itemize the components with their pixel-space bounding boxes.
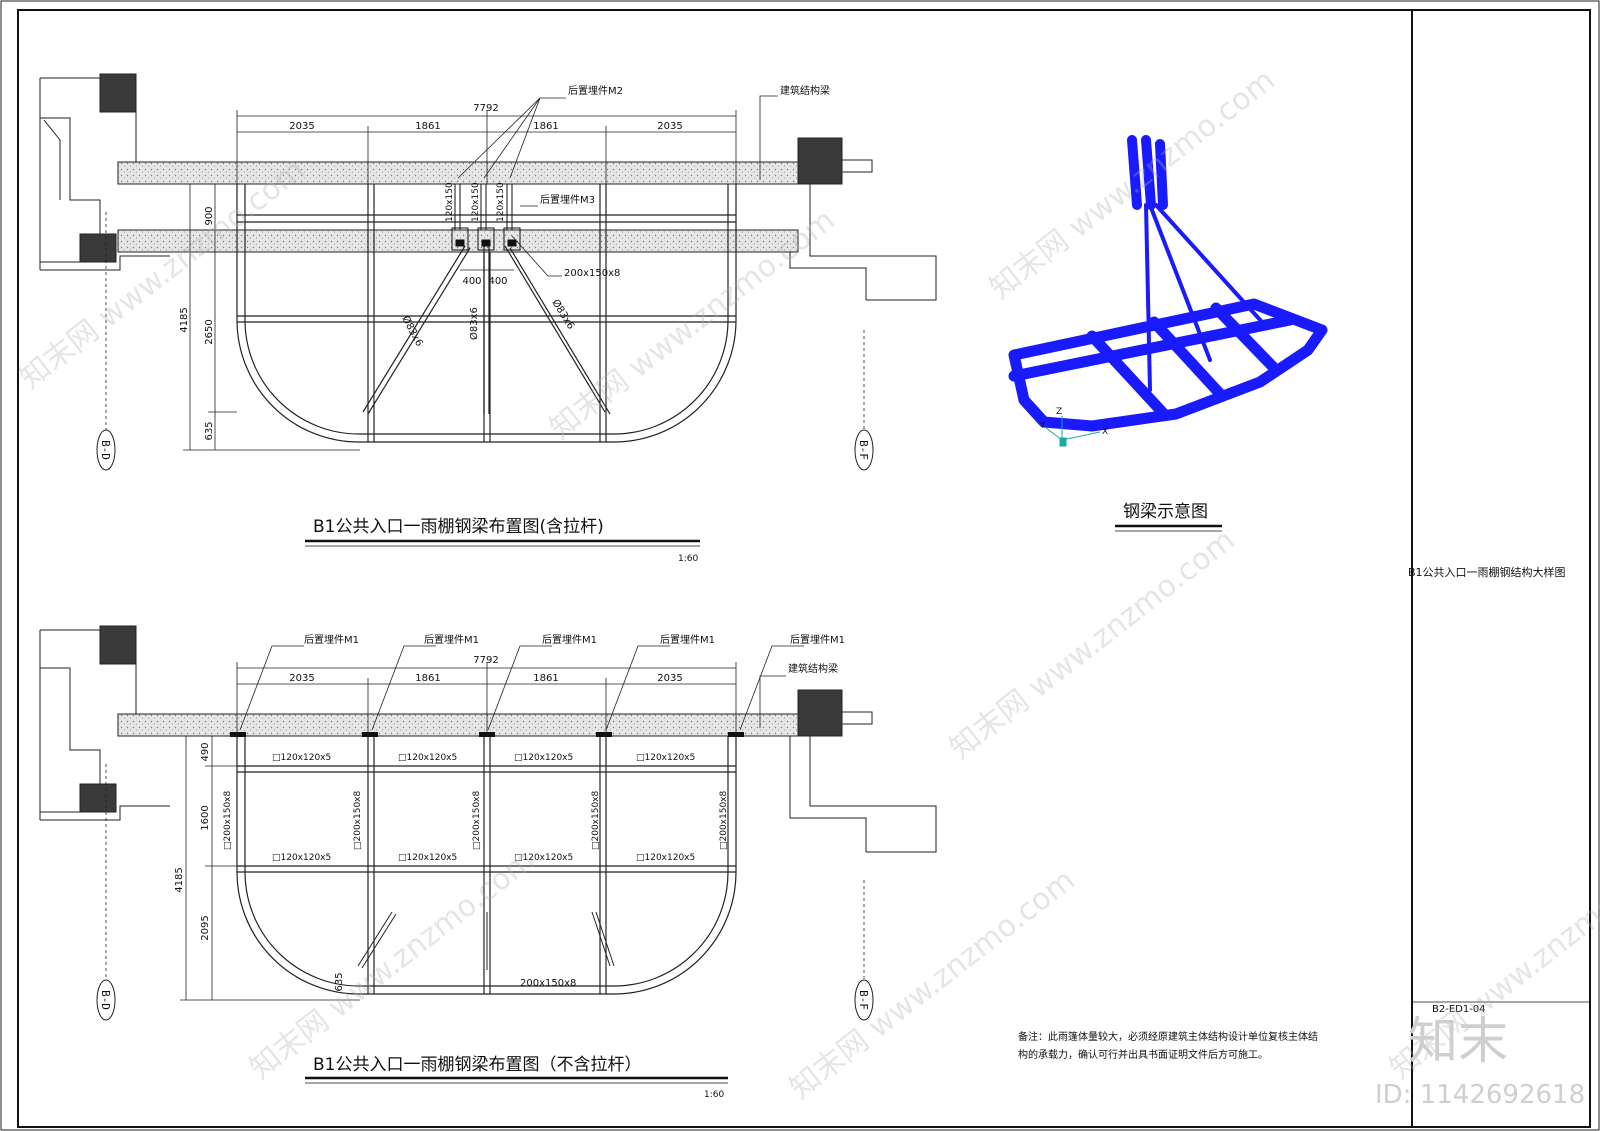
secondary-beam-label-2: □120x120x5 xyxy=(398,753,457,763)
main-beam-label-5: □200x150x8 xyxy=(719,790,729,850)
main-beam-label-edge: 200x150x8 xyxy=(520,978,576,989)
right-building-outline-bottom xyxy=(789,689,937,853)
grid-bubble-right-top xyxy=(854,429,874,471)
plan-title-top: B1公共入口一雨棚钢梁布置图(含拉杆) xyxy=(313,517,604,537)
vert-dim-490-bottom: 490 xyxy=(200,742,211,761)
watermark-6: 知末网 www.znzmo.com xyxy=(943,523,1241,767)
grid-bubble-right-bottom xyxy=(854,979,874,1021)
embed-plates-top xyxy=(451,184,521,251)
dimension-lines-top xyxy=(105,110,865,451)
vert-dim-900-top: 900 xyxy=(204,206,215,225)
callout-structural-beam-bottom: 建筑结构梁 xyxy=(788,662,838,675)
brand-logo: 知末 xyxy=(1408,1012,1508,1070)
plan-top: 7792 2035 1861 1861 2035 900 4185 2650 6… xyxy=(39,73,937,564)
grid-label-right-bottom: B-F xyxy=(857,990,870,1010)
vert-dim-635-top: 635 xyxy=(204,421,215,440)
drawing-border xyxy=(17,9,1591,1128)
grid-label-right-top: B-F xyxy=(857,440,870,460)
tie-rods-top xyxy=(362,245,611,415)
plate-label-top: 200x150x8 xyxy=(564,268,620,279)
watermark-3: 知末网 www.znzmo.com xyxy=(983,63,1281,307)
callout-m3: 后置埋件M3 xyxy=(540,194,595,206)
steel-beam-3d-model xyxy=(1008,135,1328,432)
grid-bubble-left-bottom xyxy=(96,979,116,1021)
tie-rod-label-center: Ø83x6 xyxy=(468,307,480,340)
secondary-beam-label-3: □120x120x5 xyxy=(514,753,573,763)
dimension-lines-bottom xyxy=(105,662,865,1001)
beam-label-2-top: 120x150 xyxy=(471,182,481,222)
bay-dim-1-top: 2035 xyxy=(289,121,314,132)
vert-dim-2650-top: 2650 xyxy=(204,319,215,344)
note-line-2: 构的承载力，确认可行并出具书面证明文件后方可施工。 xyxy=(1018,1048,1268,1061)
center-dim-left-top: 400 xyxy=(462,276,481,287)
center-dim-right-top: 400 xyxy=(488,276,507,287)
bay-dim-4-bottom: 2035 xyxy=(657,673,682,684)
secondary-beam-label-4: □120x120x5 xyxy=(636,753,695,763)
secondary-beam-label-5: □120x120x5 xyxy=(272,853,331,863)
grid-bubble-left-top xyxy=(96,429,116,471)
scale-top: 1:60 xyxy=(678,554,698,564)
callout-m2: 后置埋件M2 xyxy=(568,85,623,97)
left-building-outline xyxy=(39,73,170,271)
vert-dim-2095-bottom: 2095 xyxy=(200,915,211,940)
vert-dim-635-bottom: 635 xyxy=(334,972,345,991)
callout-leaders-top xyxy=(457,95,778,277)
callout-leaders-bottom xyxy=(239,645,804,731)
axis-label-y: Y xyxy=(1039,421,1046,431)
callout-m1-3: 后置埋件M1 xyxy=(542,634,597,646)
id-text: ID: 1142692618 xyxy=(1375,1080,1585,1110)
main-beam-label-4: □200x150x8 xyxy=(591,790,601,850)
plan-title-bottom: B1公共入口一雨棚钢梁布置图（不含拉杆） xyxy=(313,1055,641,1075)
callout-m1-1: 后置埋件M1 xyxy=(304,634,359,646)
vert-dim-4185-bottom: 4185 xyxy=(174,867,185,892)
main-beam-label-1: □200x150x8 xyxy=(223,790,233,850)
secondary-beam-label-7: □120x120x5 xyxy=(514,853,573,863)
left-building-outline-bottom xyxy=(39,625,170,821)
overall-dim-top: 7792 xyxy=(473,103,498,114)
scale-bottom: 1:60 xyxy=(704,1090,724,1100)
bay-dim-3-bottom: 1861 xyxy=(533,673,558,684)
structural-beam-bottom xyxy=(117,713,799,737)
grid-label-left-top: B-D xyxy=(99,440,112,460)
callout-m1-2: 后置埋件M1 xyxy=(424,634,479,646)
bay-dim-1-bottom: 2035 xyxy=(289,673,314,684)
bay-dim-2-bottom: 1861 xyxy=(415,673,440,684)
model-axis-triad xyxy=(1045,416,1101,447)
watermark-1: 知末网 www.znzmo.com xyxy=(13,153,311,397)
vert-dim-4185-top: 4185 xyxy=(179,307,190,332)
drawing-number: B2-ED1-04 xyxy=(1432,1004,1486,1015)
callout-m1-5: 后置埋件M1 xyxy=(790,634,845,646)
beam-label-3-top: 120x150 xyxy=(496,182,506,222)
right-building-outline xyxy=(789,137,937,301)
main-beam-label-2: □200x150x8 xyxy=(353,790,363,850)
bay-dim-2-top: 1861 xyxy=(415,121,440,132)
callout-structural-beam-top: 建筑结构梁 xyxy=(780,84,830,97)
plan-bottom: 后置埋件M1 后置埋件M1 后置埋件M1 后置埋件M1 后置埋件M1 建筑结构梁… xyxy=(39,625,937,1100)
secondary-beam-label-1: □120x120x5 xyxy=(272,753,331,763)
note-line-1: 备注：此雨篷体量较大，必须经原建筑主体结构设计单位复核主体结 xyxy=(1018,1030,1318,1043)
main-beam-label-3: □200x150x8 xyxy=(472,790,482,850)
vert-dim-1600-bottom: 1600 xyxy=(200,805,211,830)
sheet-title: B1公共入口一雨棚钢结构大样图 xyxy=(1408,565,1566,579)
axis-label-x: X xyxy=(1102,427,1108,437)
watermark-5: 知末网 www.znzmo.com xyxy=(783,863,1081,1107)
canopy-frame-bottom xyxy=(236,736,737,995)
secondary-beam-label-6: □120x120x5 xyxy=(398,853,457,863)
structural-beam-upper xyxy=(117,161,799,185)
watermark-layer: 知末网 www.znzmo.com 知末网 www.znzmo.com 知末网 … xyxy=(13,63,1600,1107)
bay-dim-4-top: 2035 xyxy=(657,121,682,132)
bay-dim-3-top: 1861 xyxy=(533,121,558,132)
model-caption: 钢梁示意图 xyxy=(1123,502,1208,522)
secondary-beam-label-8: □120x120x5 xyxy=(636,853,695,863)
beam-label-1-top: 120x150 xyxy=(445,182,455,222)
diagonal-braces-bottom xyxy=(357,911,615,970)
axis-label-z: Z xyxy=(1056,407,1062,417)
grid-label-left-bottom: B-D xyxy=(99,990,112,1010)
overall-dim-bottom: 7792 xyxy=(473,655,498,666)
callout-m1-4: 后置埋件M1 xyxy=(660,634,715,646)
tie-rod-label-left: Ø83x6 xyxy=(399,314,425,349)
watermark-4: 知末网 www.znzmo.com xyxy=(243,843,541,1087)
